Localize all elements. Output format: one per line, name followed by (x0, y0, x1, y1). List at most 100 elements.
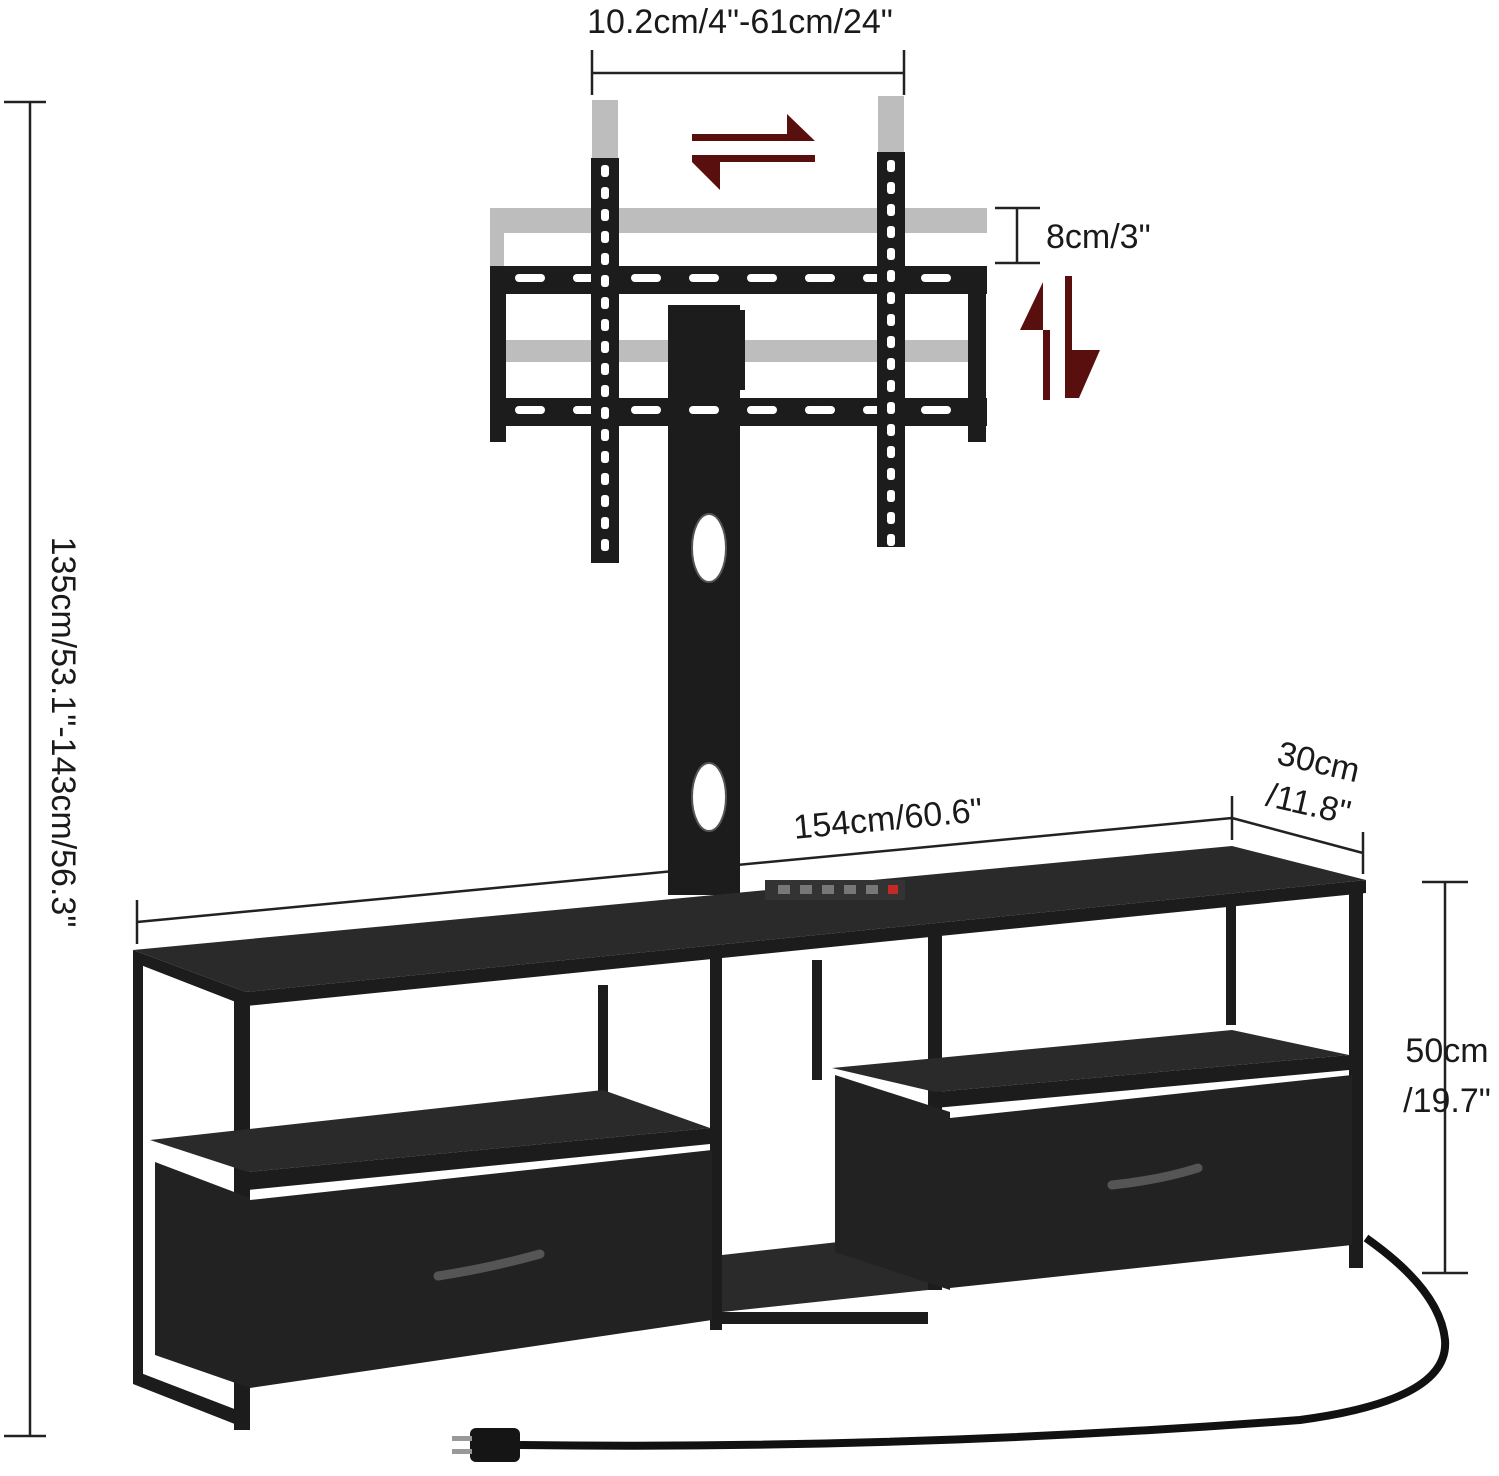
vesa-width-label: 10.2cm/4"-61cm/24" (587, 3, 893, 41)
right-drawer-side (835, 1075, 950, 1290)
mount-column (668, 305, 745, 895)
plug-prong-bottom (452, 1449, 472, 1454)
leg-back-left (133, 962, 143, 1374)
power-strip-sockets (778, 885, 898, 894)
vesa-hole (601, 517, 609, 529)
vesa-hole (887, 248, 895, 260)
vesa-hole (601, 253, 609, 265)
cable-hole-lower (691, 762, 727, 832)
vesa-hole (601, 341, 609, 353)
socket (844, 885, 856, 894)
vesa-hole (887, 446, 895, 458)
leg-front-right (1349, 888, 1363, 1268)
vesa-hole (887, 314, 895, 326)
arrow-left-icon (692, 155, 815, 190)
bracket-slot (805, 406, 835, 414)
vesa-hole (601, 385, 609, 397)
power-switch (888, 885, 898, 894)
vesa-hole (887, 226, 895, 238)
cabinet-top-edge-left (133, 950, 246, 1006)
vesa-hole (601, 429, 609, 441)
ghost-vesa-arm-right (878, 96, 904, 156)
vesa-hole (601, 187, 609, 199)
vesa-hole (601, 319, 609, 331)
dimension-lines (4, 50, 1468, 1438)
ghost-rail-top (490, 208, 987, 233)
bracket-slot (921, 274, 951, 282)
cabinet-top-board (133, 846, 1366, 992)
center-bottom-edge (722, 1312, 928, 1324)
leg-back-center-left (598, 985, 608, 1100)
vesa-hole (601, 363, 609, 375)
vesa-hole (601, 539, 609, 551)
tv-stand-cabinet (133, 846, 1366, 1430)
leg-center-left (710, 950, 722, 1330)
vesa-hole (601, 231, 609, 243)
vesa-hole (601, 209, 609, 221)
vesa-arm-right (877, 152, 905, 547)
power-cord-cable (519, 1234, 1450, 1450)
bracket-rail-bottom (490, 398, 987, 426)
socket (866, 885, 878, 894)
bracket-slot (631, 406, 661, 414)
plug-prong-top (452, 1436, 472, 1441)
power-plug-icon (470, 1428, 520, 1462)
bracket-slot (689, 274, 719, 282)
bracket-slot (921, 406, 951, 414)
right-shelf (832, 1030, 1349, 1092)
vesa-hole (887, 270, 895, 282)
vesa-hole (601, 451, 609, 463)
leg-back-right (1226, 905, 1236, 1025)
vertical-adjust-arrows-icon (1020, 276, 1100, 400)
vesa-hole (601, 297, 609, 309)
vesa-hole (887, 512, 895, 524)
bracket-slot (515, 274, 545, 282)
column-bracket-clamp (685, 310, 745, 390)
vesa-hole (601, 407, 609, 419)
arrow-down-icon (1065, 276, 1100, 398)
vesa-hole (887, 336, 895, 348)
cabinet-height-label-line1: 50cm (1405, 1032, 1488, 1070)
vertical-adjust-label: 8cm/3" (1046, 218, 1151, 256)
left-drawer-side (155, 1162, 250, 1388)
socket (800, 885, 812, 894)
vesa-hole (887, 204, 895, 216)
power-cord (452, 1234, 1450, 1462)
left-shelf (150, 1090, 710, 1172)
tv-bracket (490, 152, 987, 563)
ghost-vesa-arm-left (592, 100, 618, 160)
vesa-hole (887, 182, 895, 194)
bracket-slot (515, 406, 545, 414)
vesa-hole (601, 165, 609, 177)
vesa-hole (887, 292, 895, 304)
bracket-slot (689, 406, 719, 414)
vesa-hole (887, 380, 895, 392)
arrow-right-icon (692, 114, 815, 141)
bracket-slot (805, 274, 835, 282)
horizontal-adjust-arrows-icon (692, 114, 815, 190)
vesa-hole (887, 468, 895, 480)
vesa-hole (887, 160, 895, 172)
vesa-hole (601, 275, 609, 287)
vesa-hole (601, 495, 609, 507)
vesa-hole (887, 490, 895, 502)
stand-width-label: 154cm/60.6" (792, 791, 984, 847)
depth-line (1231, 816, 1364, 855)
vesa-hole (887, 424, 895, 436)
socket (822, 885, 834, 894)
left-drawer-handle[interactable] (433, 1249, 545, 1281)
vesa-hole (601, 473, 609, 485)
cabinet-top-edge-front (246, 880, 1366, 1006)
left-shelf-edge (248, 1128, 710, 1190)
bracket-rail-top (490, 266, 987, 294)
vesa-hole (887, 402, 895, 414)
bracket-slot (747, 274, 777, 282)
socket (778, 885, 790, 894)
cabinet-height-label-line2: /19.7" (1403, 1082, 1491, 1120)
bracket-slot (747, 406, 777, 414)
cable-hole-upper (691, 513, 727, 583)
leg-back-center-right (812, 960, 822, 1080)
right-drawer-handle[interactable] (1107, 1163, 1203, 1190)
